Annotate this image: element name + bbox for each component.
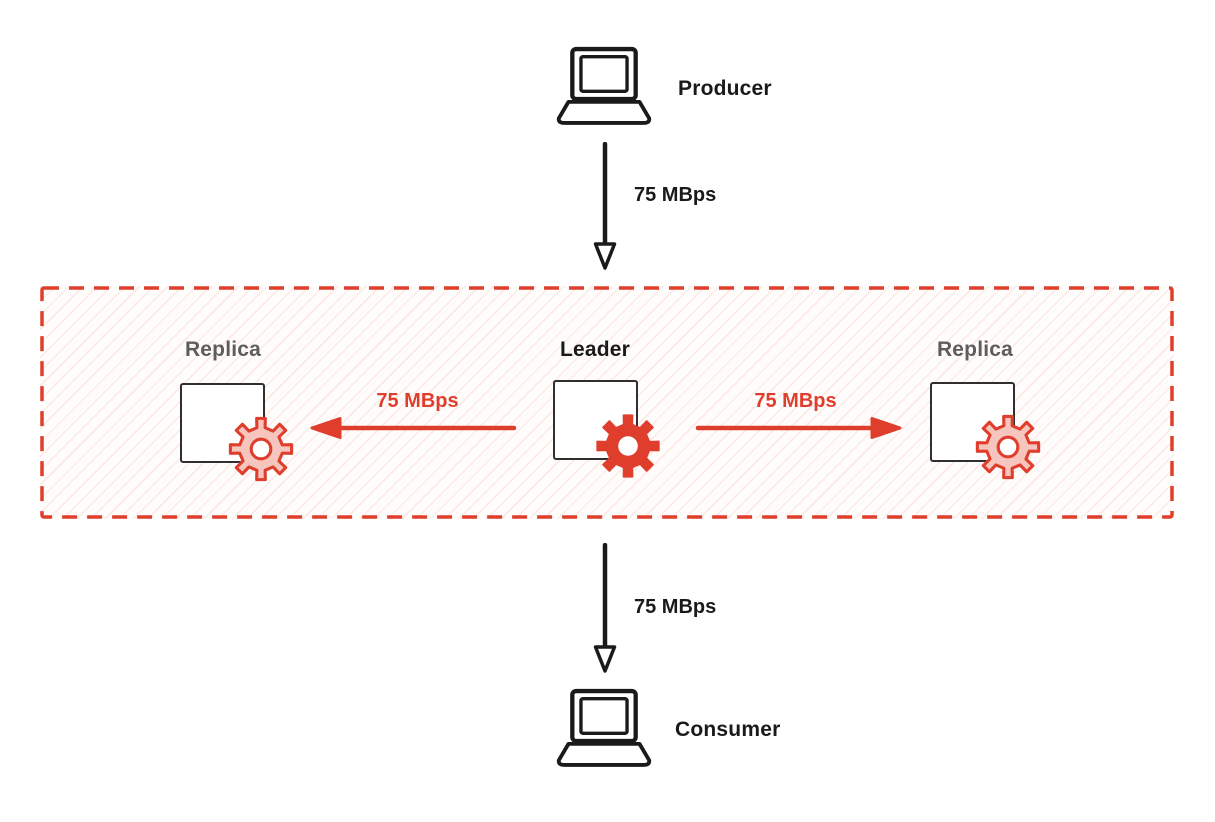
replica-right-gear-icon [975,414,1041,480]
arrow-left-replication-icon [310,417,517,439]
replica-left-gear-icon [228,416,294,482]
producer-laptop-icon [556,46,652,125]
replica-right-label: Replica [936,338,1014,361]
producer-flow-label: 75 MBps [634,184,717,206]
leader-gear-icon [596,414,660,478]
arrow-down-consumer-icon [593,543,617,673]
leader-right-flow-label: 75 MBps [754,390,837,412]
replica-left-label: Replica [184,338,262,361]
consumer-label: Consumer [675,718,781,741]
producer-label: Producer [678,77,772,100]
leader-left-flow-label: 75 MBps [376,390,459,412]
arrow-right-replication-icon [695,417,902,439]
arrow-down-producer-icon [593,142,617,270]
consumer-laptop-icon [556,688,652,767]
cluster-dashed-border [40,286,1174,519]
consumer-flow-label: 75 MBps [634,596,717,618]
leader-label: Leader [559,338,631,361]
